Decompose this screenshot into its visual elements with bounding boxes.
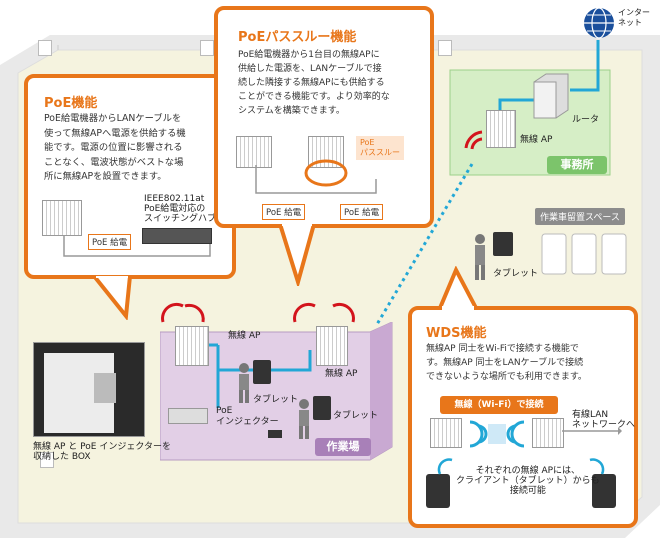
passthrough-description: PoE給電機器から1台目の無線APに 供給した電源を、LANケーブルで接 続した… [238, 50, 390, 116]
person-icon [475, 234, 485, 280]
tablet-icon [426, 474, 450, 508]
pillar [38, 40, 52, 56]
tablet-icon [592, 474, 616, 508]
router-icon [533, 73, 569, 119]
internet-label: インター ネット [618, 8, 650, 27]
wifi-connect-banner: 無線（Wi-Fi）で接続 [440, 396, 558, 414]
office-zone-label: 事務所 [547, 156, 607, 174]
power-plug-icon [268, 430, 282, 438]
vehicle-tablet-label: タブレット [493, 269, 539, 279]
box-caption: 無線 AP と PoE インジェクターを 収納した BOX [33, 442, 171, 462]
passthrough-callout [214, 6, 434, 228]
wireless-link-line [374, 163, 474, 327]
injector-label: PoE インジェクター [216, 406, 279, 427]
wifi-signal-icon [469, 420, 525, 448]
office-ap-label: 無線 AP [520, 135, 553, 145]
vehicles-icon [541, 233, 627, 275]
callout-pointer [277, 224, 317, 286]
lan-arrow-line [562, 427, 622, 435]
office-access-point [486, 110, 516, 148]
switching-hub-icon [142, 228, 212, 244]
passthrough-badge: PoE パススルー [356, 136, 404, 160]
wds-title: WDS機能 [426, 326, 487, 341]
pillar [40, 452, 54, 468]
poe-feed-tag: PoE 給電 [88, 234, 132, 250]
vehicle-zone-label: 作業車留置スペース [535, 208, 625, 225]
workplace-zone-label: 作業場 [315, 438, 371, 456]
wifi-signal-icon [437, 458, 605, 475]
wifi-signal-icon [464, 130, 483, 150]
wifi-signal-icon [161, 302, 355, 323]
tablet-icon [253, 360, 271, 384]
wds-note: それぞれの無線 APには、 クライアント（タブレット）からも 接続可能 [456, 466, 600, 496]
access-point-icon [42, 200, 82, 236]
box-photo [33, 342, 145, 437]
workplace-ap-label-2: 無線 AP [325, 369, 358, 379]
passthrough-feed-tag-2: PoE 給電 [340, 204, 384, 220]
lan-label: 有線LAN ネットワークへ [572, 410, 636, 430]
poe-description: PoE給電機器からLANケーブルを 使って無線APへ電源を供給する機 能です。電… [44, 113, 186, 182]
workplace-tablet-label-1: タブレット [253, 395, 299, 405]
tablet-icon [313, 396, 331, 420]
person-icon [239, 363, 249, 403]
workplace-tablet-label-2: タブレット [333, 411, 379, 421]
workplace-access-point-1 [175, 326, 209, 366]
poe-title: PoE機能 [44, 96, 98, 111]
internet-globe-icon [584, 7, 614, 39]
poe-injector-icon [168, 408, 208, 424]
callout-pointer [91, 276, 133, 320]
callout-pointer [436, 266, 480, 310]
pillar [200, 40, 214, 56]
access-point-icon [532, 418, 564, 448]
access-point-icon [430, 418, 462, 448]
tablet-icon [493, 232, 513, 256]
person-icon [299, 399, 309, 439]
poe-feed-line [63, 236, 211, 257]
wds-description: 無線AP 同士をWi-Fiで接続する機能で す。無線AP 同士をLANケーブルで… [426, 344, 587, 382]
passthrough-feed-lines [255, 159, 377, 194]
workplace-ap-label-1: 無線 AP [228, 331, 261, 341]
router-label: ルータ [572, 115, 600, 125]
workplace-access-point-2 [316, 326, 348, 366]
passthrough-title: PoEパススルー機能 [238, 30, 357, 45]
access-point-icon [236, 136, 272, 168]
passthrough-feed-tag-1: PoE 給電 [262, 204, 306, 220]
office-zone [449, 69, 611, 176]
switch-label: IEEE802.11at PoE給電対応の スイッチングハブなど [144, 194, 235, 224]
pillar [438, 40, 452, 56]
